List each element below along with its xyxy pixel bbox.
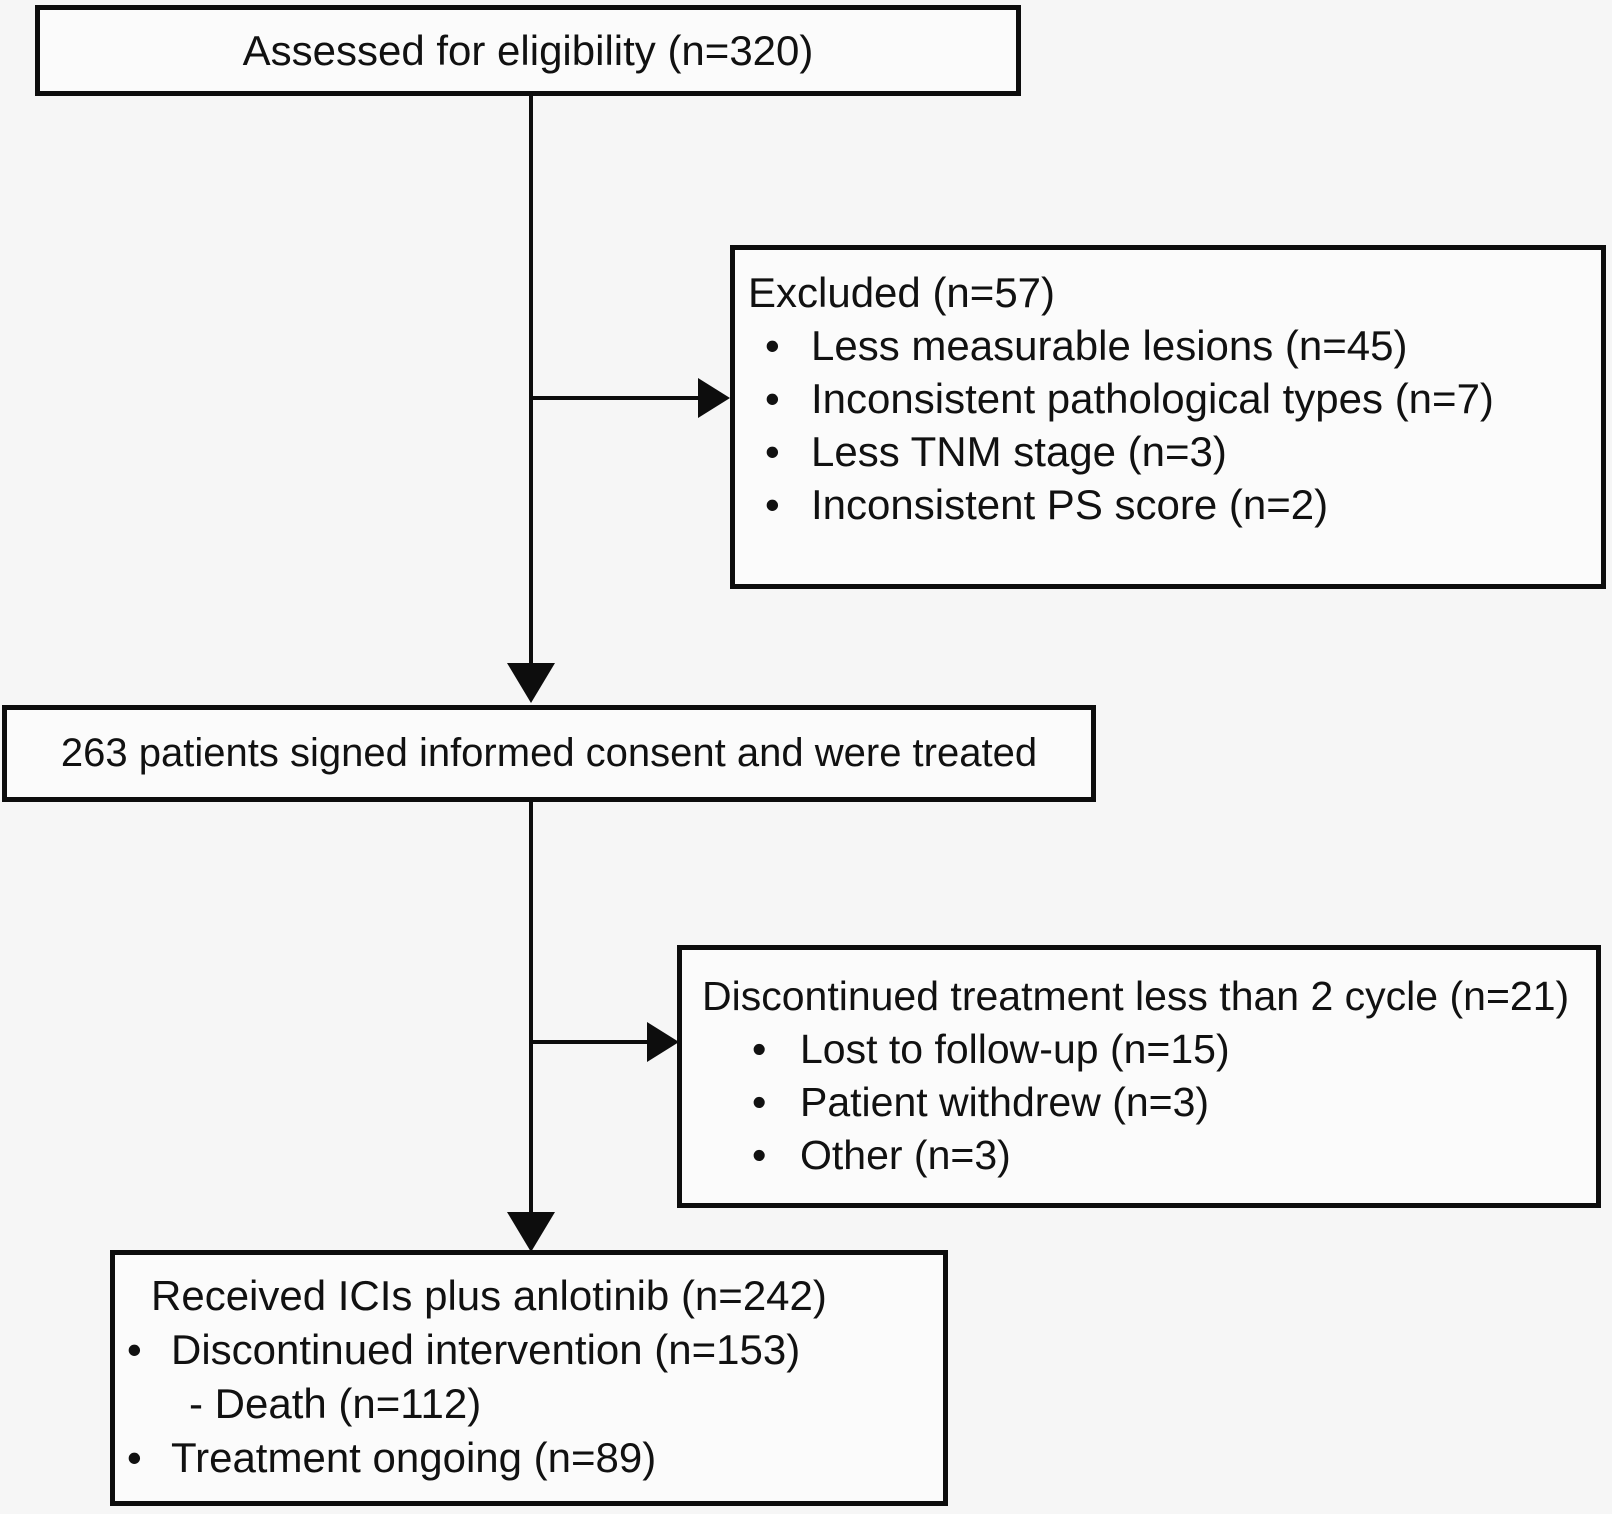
received-item-text: Discontinued intervention (n=153) [171, 1326, 801, 1373]
excluded-box: Excluded (n=57) • Less measurable lesion… [730, 245, 1606, 589]
excluded-title: Excluded (n=57) [748, 269, 1056, 316]
excluded-item-text: Inconsistent PS score (n=2) [811, 481, 1329, 528]
assessed-eligibility-box: Assessed for eligibility (n=320) [35, 5, 1021, 96]
received-title: Received ICIs plus anlotinib (n=242) [151, 1272, 827, 1319]
excluded-item-text: Less TNM stage (n=3) [811, 428, 1227, 475]
bullet-icon: • [765, 428, 780, 475]
excluded-item: • Less measurable lesions (n=45) [735, 319, 1601, 372]
received-box: Received ICIs plus anlotinib (n=242) • D… [110, 1250, 948, 1506]
discontinued-box: Discontinued treatment less than 2 cycle… [677, 945, 1601, 1208]
discontinued-item-text: Other (n=3) [800, 1132, 1011, 1178]
arrowhead-right-excluded-icon [698, 378, 730, 418]
bullet-icon: • [127, 1434, 142, 1481]
discontinued-item-text: Lost to follow-up (n=15) [800, 1026, 1230, 1072]
connector-consented-to-received [529, 802, 533, 1212]
connector-assessed-to-consented [529, 96, 533, 663]
consented-box: 263 patients signed informed consent and… [2, 705, 1096, 802]
discontinued-item: • Other (n=3) [682, 1129, 1596, 1182]
received-sub-item: - Death (n=112) [189, 1380, 482, 1427]
bullet-icon: • [765, 322, 780, 369]
excluded-item-text: Inconsistent pathological types (n=7) [811, 375, 1494, 422]
connector-to-excluded [531, 396, 699, 400]
discontinued-item: • Patient withdrew (n=3) [682, 1076, 1596, 1129]
received-item: • Discontinued intervention (n=153) [115, 1323, 943, 1377]
bullet-icon: • [765, 375, 780, 422]
assessed-eligibility-text: Assessed for eligibility (n=320) [242, 26, 814, 74]
discontinued-item: • Lost to follow-up (n=15) [682, 1023, 1596, 1076]
arrowhead-down-consented-icon [507, 663, 555, 703]
arrowhead-right-discontinued-icon [647, 1022, 679, 1062]
consented-text: 263 patients signed informed consent and… [60, 731, 1038, 775]
excluded-item: • Less TNM stage (n=3) [735, 425, 1601, 478]
bullet-icon: • [127, 1326, 142, 1373]
received-item-text: Treatment ongoing (n=89) [171, 1434, 657, 1481]
excluded-item: • Inconsistent pathological types (n=7) [735, 372, 1601, 425]
bullet-icon: • [765, 481, 780, 528]
excluded-item: • Inconsistent PS score (n=2) [735, 478, 1601, 531]
excluded-item-text: Less measurable lesions (n=45) [811, 322, 1408, 369]
bullet-icon: • [752, 1026, 767, 1072]
discontinued-item-text: Patient withdrew (n=3) [800, 1079, 1210, 1125]
received-item: • Treatment ongoing (n=89) [115, 1431, 943, 1485]
discontinued-title: Discontinued treatment less than 2 cycle… [702, 973, 1570, 1019]
connector-to-discontinued [531, 1040, 649, 1044]
bullet-icon: • [752, 1132, 767, 1178]
arrowhead-down-received-icon [507, 1212, 555, 1252]
bullet-icon: • [752, 1079, 767, 1125]
